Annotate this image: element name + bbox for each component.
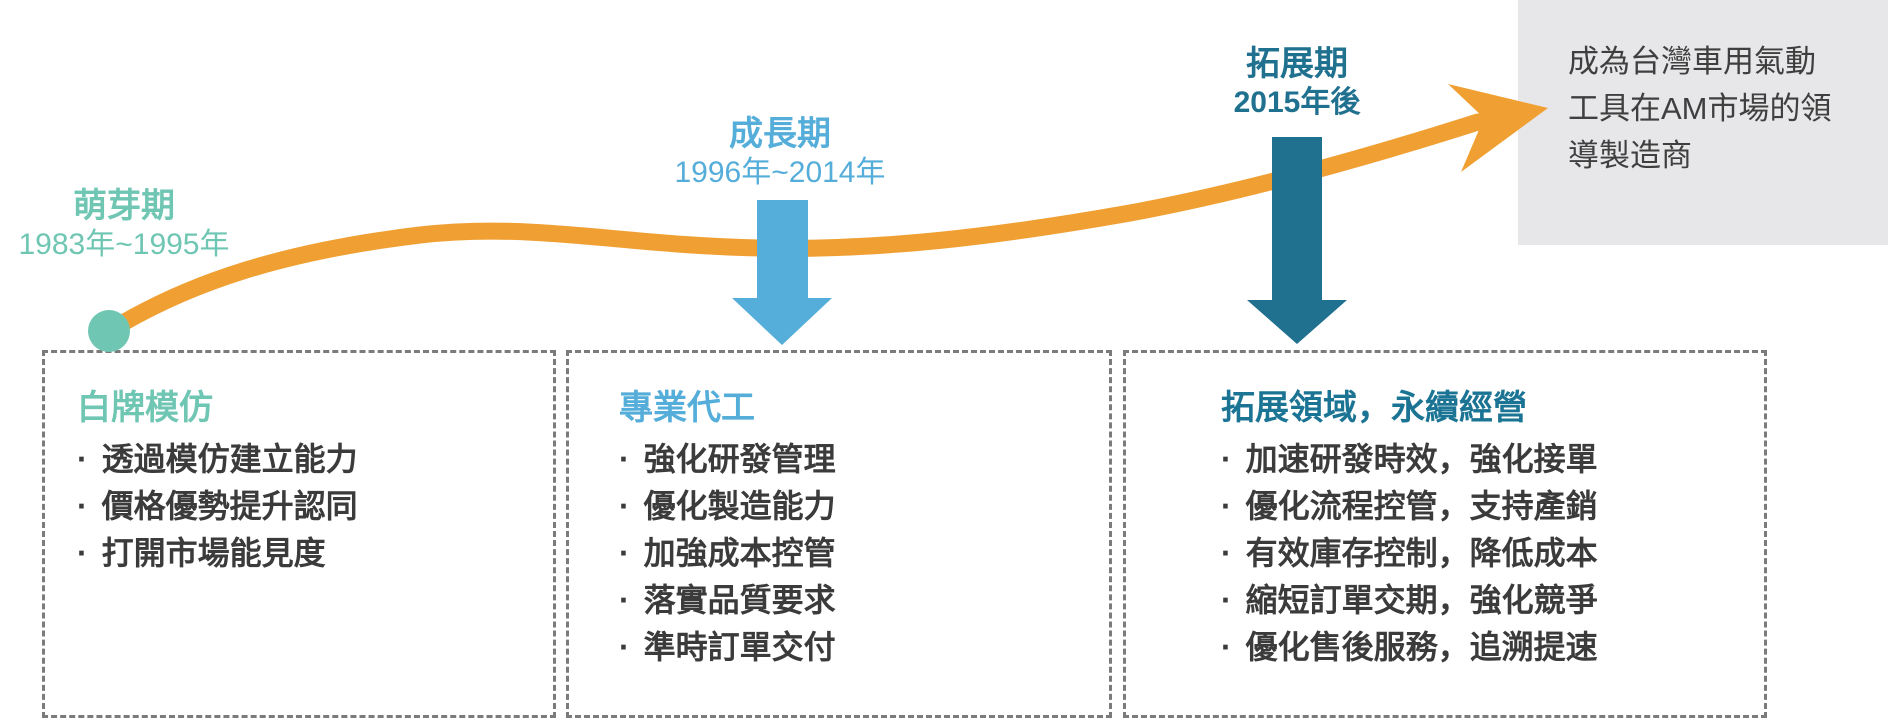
phase-name-expansion: 拓展期 <box>1246 45 1348 83</box>
stage-bullet-list-growth: 強化研發管理 優化製造能力 加強成本控管 落實品質要求 準時訂單交付 <box>619 436 1109 671</box>
stage-bullet: 打開市場能見度 <box>77 530 553 577</box>
goal-line-2: 工具在AM市場的領 <box>1568 91 1832 126</box>
phase-years-sprout: 1983年~1995年 <box>18 228 230 261</box>
stage-card-sprout: 白牌模仿 透過模仿建立能力 價格優勢提升認同 打開市場能見度 <box>42 350 556 718</box>
goal-line-1: 成為台灣車用氣動 <box>1568 44 1816 79</box>
stage-bullet: 優化製造能力 <box>619 483 1109 530</box>
phase-years-growth: 1996年~2014年 <box>674 156 886 189</box>
goal-card: 成為台灣車用氣動 工具在AM市場的領 導製造商 <box>1518 0 1888 245</box>
stage-bullet: 優化流程控管，支持產銷 <box>1221 483 1764 530</box>
stage-bullet: 價格優勢提升認同 <box>77 483 553 530</box>
stage-bullet: 優化售後服務，追溯提速 <box>1221 624 1764 671</box>
stage-bullet: 落實品質要求 <box>619 577 1109 624</box>
stage-bullet-list-expansion: 加速研發時效，強化接單 優化流程控管，支持產銷 有效庫存控制，降低成本 縮短訂單… <box>1221 436 1764 671</box>
phase-label-growth: 成長期 1996年~2014年 <box>645 114 915 192</box>
stage-title-sprout: 白牌模仿 <box>77 389 213 427</box>
stage-card-growth: 專業代工 強化研發管理 優化製造能力 加強成本控管 落實品質要求 準時訂單交付 <box>566 350 1112 718</box>
growth-down-arrow-icon <box>732 200 832 345</box>
stage-title-growth: 專業代工 <box>619 389 755 427</box>
goal-line-3: 導製造商 <box>1568 138 1692 173</box>
phase-start-dot <box>88 310 130 352</box>
stage-bullet: 準時訂單交付 <box>619 624 1109 671</box>
stage-title-expansion: 拓展領域，永續經營 <box>1221 389 1527 427</box>
stage-bullet: 加強成本控管 <box>619 530 1109 577</box>
phase-name-growth: 成長期 <box>729 115 831 153</box>
stage-bullet: 強化研發管理 <box>619 436 1109 483</box>
phase-label-expansion: 拓展期 2015年後 <box>1161 44 1433 122</box>
phase-name-sprout: 萌芽期 <box>73 187 175 225</box>
phase-years-expansion: 2015年後 <box>1233 86 1361 119</box>
stage-bullet: 有效庫存控制，降低成本 <box>1221 530 1764 577</box>
stage-bullet: 透過模仿建立能力 <box>77 436 553 483</box>
stage-card-expansion: 拓展領域，永續經營 加速研發時效，強化接單 優化流程控管，支持產銷 有效庫存控制… <box>1123 350 1767 718</box>
expansion-down-arrow-icon <box>1247 137 1347 344</box>
stage-bullet: 加速研發時效，強化接單 <box>1221 436 1764 483</box>
stage-bullet: 縮短訂單交期，強化競爭 <box>1221 577 1764 624</box>
phase-label-sprout: 萌芽期 1983年~1995年 <box>0 186 259 264</box>
stage-bullet-list-sprout: 透過模仿建立能力 價格優勢提升認同 打開市場能見度 <box>77 436 553 577</box>
